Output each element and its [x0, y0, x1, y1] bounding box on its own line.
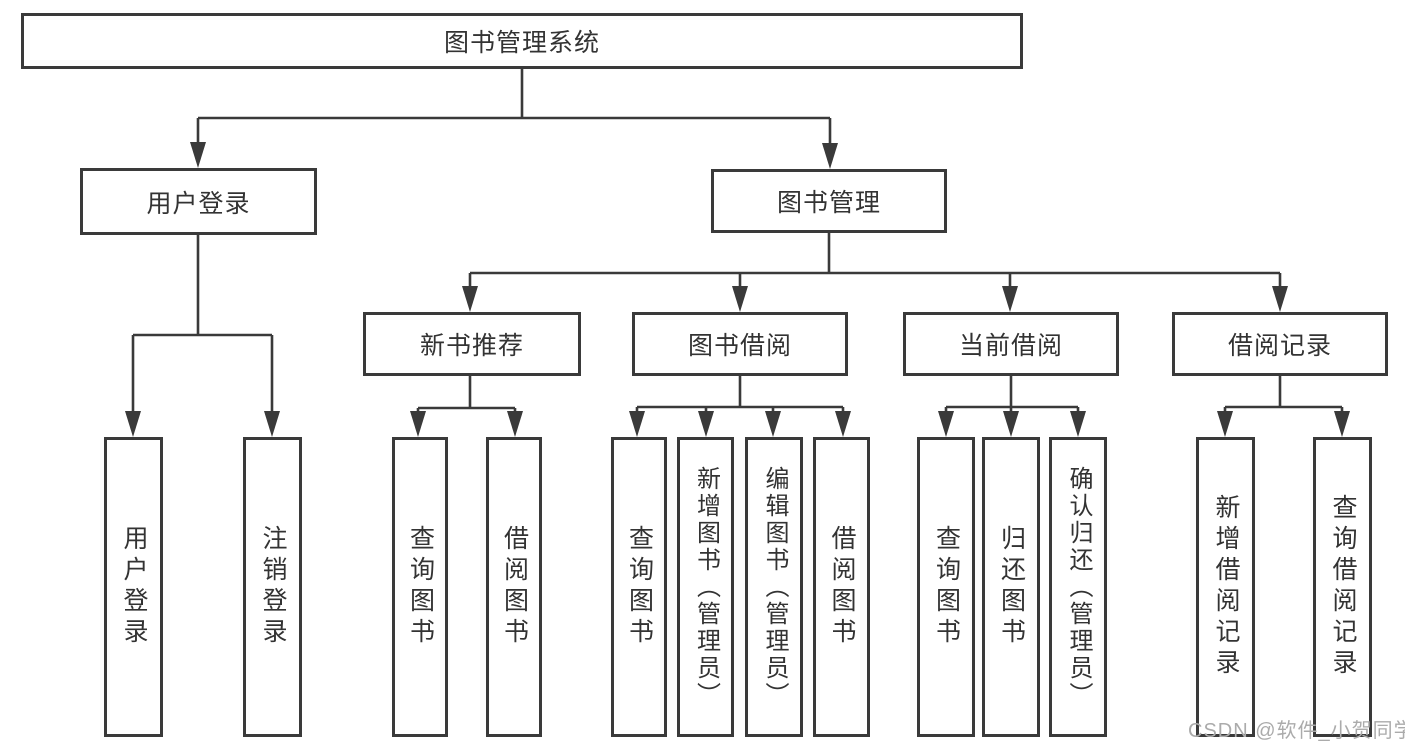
node-book-borrowing: 图书借阅 — [632, 312, 848, 376]
leaf-label: 确认归还（管理员） — [1065, 465, 1092, 709]
leaf-label: 借阅图书 — [500, 525, 529, 649]
arrowhead-down-icon — [1272, 286, 1288, 312]
arrowhead-down-icon — [765, 411, 781, 437]
connector-currentborrow-to-leaves — [944, 376, 1080, 415]
connector-userlogin-to-leaves — [131, 235, 274, 415]
node-borrowing-records: 借阅记录 — [1172, 312, 1388, 376]
connector-root-to-level2 — [196, 68, 832, 147]
arrowhead-down-icon — [1217, 411, 1233, 437]
arrowhead-down-icon — [1003, 411, 1019, 437]
arrowhead-down-icon — [1334, 411, 1350, 437]
leaf-logout: 注销登录 — [243, 437, 302, 737]
leaf-return-books: 归还图书 — [982, 437, 1040, 737]
leaf-label: 查询借阅记录 — [1329, 494, 1357, 680]
leaf-query-books-borrowing: 查询图书 — [611, 437, 667, 737]
leaf-label: 注销登录 — [259, 525, 287, 649]
arrowhead-down-icon — [629, 411, 645, 437]
leaf-confirm-return-admin: 确认归还（管理员） — [1049, 437, 1107, 737]
leaf-label: 查询图书 — [932, 525, 961, 649]
leaf-label: 查询图书 — [406, 525, 435, 649]
leaf-add-borrow-record: 新增借阅记录 — [1196, 437, 1255, 737]
csdn-watermark: CSDN @软件_小贺同学 — [1188, 720, 1405, 742]
leaf-label: 用户登录 — [120, 525, 148, 649]
leaf-user-login: 用户登录 — [104, 437, 163, 737]
node-label: 图书管理系统 — [443, 29, 600, 57]
leaf-edit-books-admin: 编辑图书（管理员） — [745, 437, 803, 737]
node-current-borrowing: 当前借阅 — [903, 312, 1119, 376]
arrowhead-down-icon — [410, 411, 426, 437]
node-new-book-recommendation: 新书推荐 — [363, 312, 581, 376]
arrowhead-down-icon — [264, 411, 280, 437]
leaf-query-borrow-record: 查询借阅记录 — [1313, 437, 1372, 737]
arrowhead-down-icon — [732, 286, 748, 312]
leaf-query-books-recommend: 查询图书 — [392, 437, 448, 737]
arrowhead-down-icon — [938, 411, 954, 437]
connector-records-to-leaves — [1223, 376, 1344, 415]
leaf-borrow-books-recommend: 借阅图书 — [486, 437, 542, 737]
node-label: 图书借阅 — [687, 332, 792, 360]
arrowhead-down-icon — [835, 411, 851, 437]
leaf-label: 借阅图书 — [828, 525, 856, 649]
arrowhead-down-icon — [822, 143, 838, 169]
leaf-label: 归还图书 — [997, 525, 1026, 649]
node-book-management: 图书管理 — [711, 169, 947, 233]
node-label: 用户登录 — [146, 189, 251, 218]
node-label: 借阅记录 — [1227, 332, 1332, 360]
leaf-borrow-books: 借阅图书 — [813, 437, 870, 737]
leaf-label: 新增图书（管理员） — [692, 465, 720, 709]
node-label: 图书管理 — [776, 189, 881, 217]
leaf-label: 查询图书 — [625, 525, 654, 649]
arrowhead-down-icon — [698, 411, 714, 437]
node-label: 当前借阅 — [958, 332, 1063, 360]
arrowhead-down-icon — [507, 411, 523, 437]
leaf-query-books-current: 查询图书 — [917, 437, 975, 737]
leaf-add-books-admin: 新增图书（管理员） — [677, 437, 734, 737]
node-library-management-system: 图书管理系统 — [21, 13, 1023, 69]
node-label: 新书推荐 — [419, 332, 524, 360]
arrowhead-down-icon — [1002, 286, 1018, 312]
arrowhead-down-group — [125, 142, 1350, 437]
connector-bookmgmt-to-level3 — [468, 233, 1282, 290]
arrowhead-down-icon — [125, 411, 141, 437]
arrowhead-down-icon — [190, 142, 206, 168]
connector-newbook-to-leaves — [416, 376, 517, 415]
node-user-login: 用户登录 — [80, 168, 317, 235]
connector-bookborrow-to-leaves — [635, 376, 845, 415]
leaf-label: 新增借阅记录 — [1212, 494, 1240, 680]
arrowhead-down-icon — [462, 286, 478, 312]
leaf-label: 编辑图书（管理员） — [761, 465, 788, 709]
arrowhead-down-icon — [1070, 411, 1086, 437]
